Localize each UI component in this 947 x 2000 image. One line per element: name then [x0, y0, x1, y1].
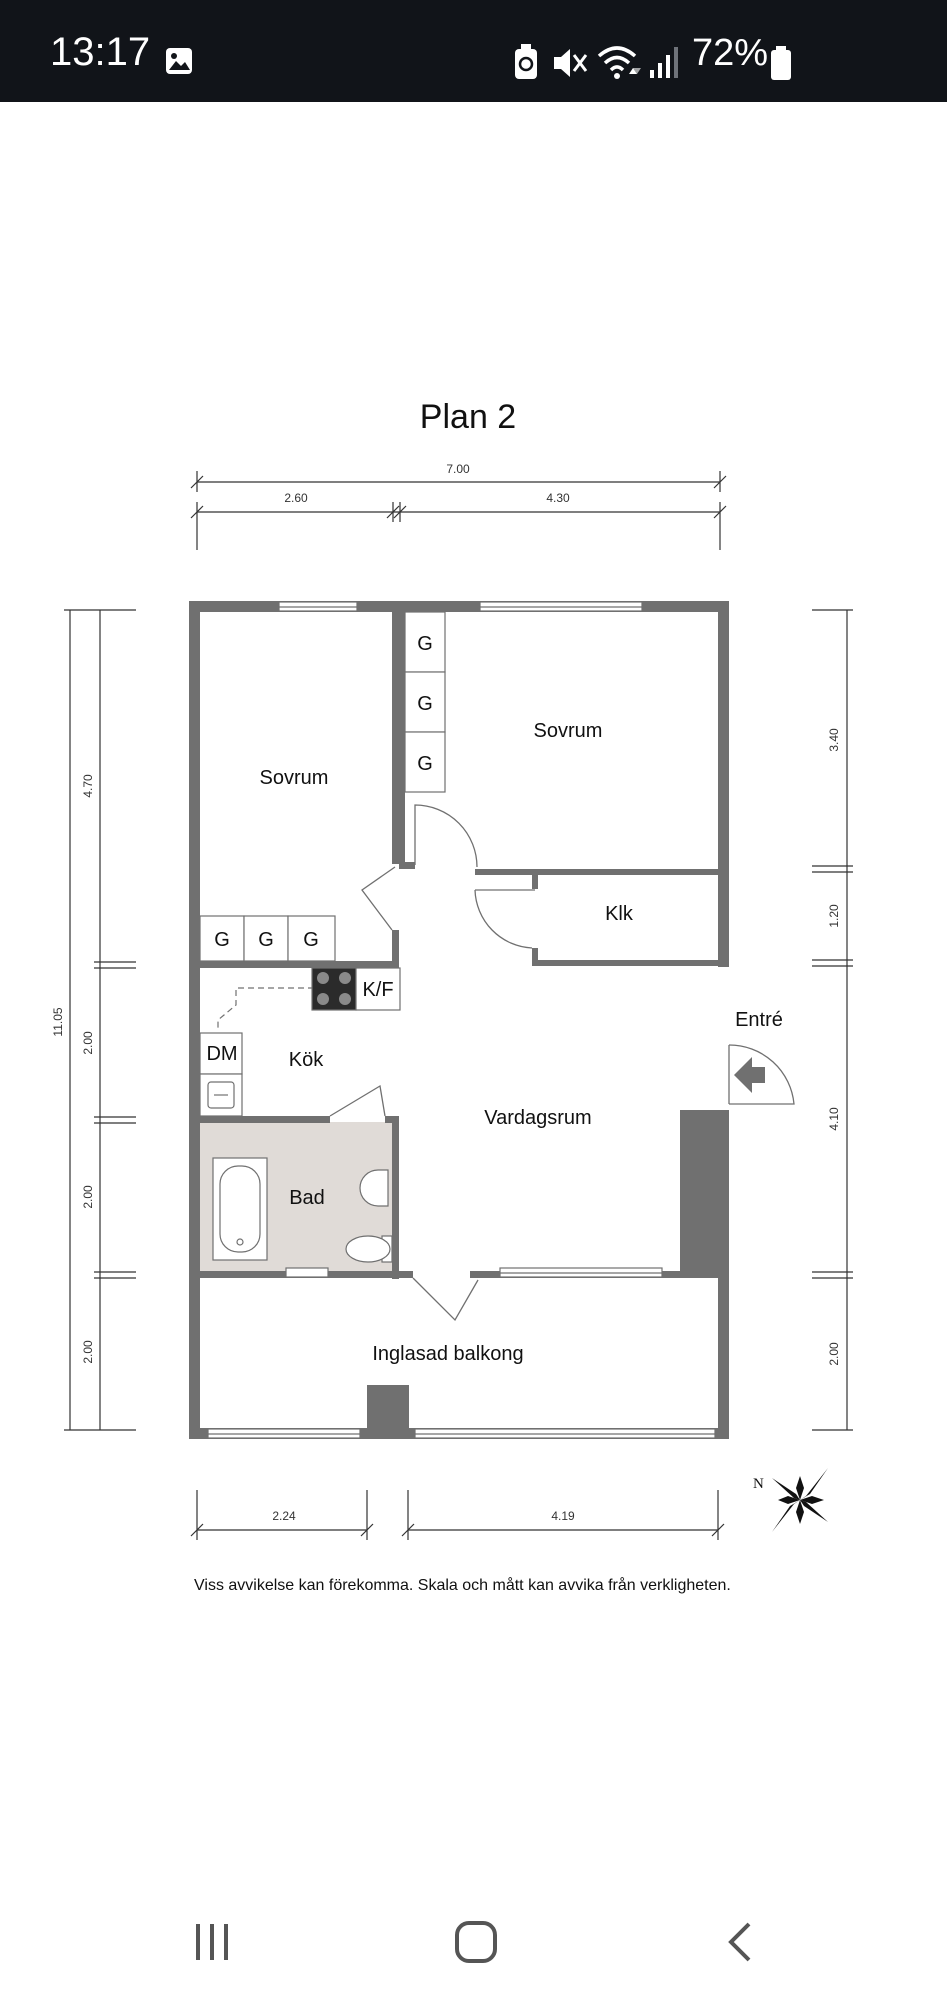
dim-bottom-right: 4.19: [551, 1509, 575, 1523]
dim-right-2: 1.20: [827, 904, 841, 928]
room-vardagsrum: Vardagsrum: [484, 1107, 591, 1129]
room-sovrum-left: Sovrum: [260, 767, 329, 789]
battery-saver-icon: [515, 44, 537, 79]
room-bad: Bad: [289, 1187, 325, 1209]
dim-right-3: 4.10: [827, 1107, 841, 1131]
room-balkong: Inglasad balkong: [372, 1343, 523, 1365]
room-dm: DM: [206, 1043, 237, 1065]
home-button[interactable]: [436, 1912, 516, 1972]
room-kf: K/F: [362, 979, 393, 1001]
windows: [207, 601, 716, 1439]
right-dimension-lines: [812, 609, 853, 1431]
kitchen-counter-line: [217, 987, 314, 1030]
room-entre: Entré: [735, 1009, 783, 1031]
back-icon: [728, 1922, 751, 1962]
room-klk: Klk: [605, 903, 634, 925]
recents-icon: [196, 1924, 228, 1960]
dim-left-2: 2.00: [81, 1031, 95, 1055]
mute-icon: [554, 49, 588, 77]
wardrobe-label: G: [214, 929, 230, 951]
wifi-icon: [597, 46, 641, 79]
left-dimension-lines: [64, 609, 136, 1431]
wardrobe-label: G: [417, 633, 433, 655]
doors: [329, 804, 795, 1322]
dim-top-right: 4.30: [546, 491, 570, 505]
recents-button[interactable]: [172, 1912, 252, 1972]
home-icon: [455, 1921, 497, 1963]
dim-right-1: 3.40: [827, 728, 841, 752]
status-time: 13:17: [50, 30, 151, 74]
dim-left-4: 2.00: [81, 1340, 95, 1364]
room-sovrum-right: Sovrum: [534, 720, 603, 742]
status-bar: 13:17 72%: [0, 0, 947, 102]
compass-north-label: N: [753, 1476, 764, 1492]
wardrobe-label: G: [417, 693, 433, 715]
dim-left-total: 11.05: [51, 1007, 65, 1036]
dim-left-1: 4.70: [81, 774, 95, 798]
room-kok: Kök: [289, 1049, 324, 1071]
dim-bottom-left: 2.24: [272, 1509, 296, 1523]
wardrobe-label: G: [417, 753, 433, 775]
plan-title: Plan 2: [420, 398, 516, 436]
stove-burners: [317, 972, 351, 1005]
bottom-dimension-lines: [190, 1490, 725, 1540]
dim-top-left: 2.60: [284, 491, 308, 505]
navigation-bar: [0, 1882, 947, 2000]
floor-plan: Plan 2 7.00 2.60 4.30: [51, 398, 853, 1594]
dim-top-total: 7.00: [446, 462, 470, 476]
gallery-icon: [166, 48, 192, 74]
wardrobe-label: G: [303, 929, 319, 951]
dim-right-4: 2.00: [827, 1342, 841, 1366]
signal-icon: [650, 47, 678, 78]
battery-icon: [771, 46, 791, 80]
floor-plan-viewer[interactable]: Plan 2 7.00 2.60 4.30: [0, 102, 947, 1882]
entrance-arrow-icon: [734, 1057, 765, 1093]
wardrobes: [199, 611, 446, 962]
disclaimer: Viss avvikelse kan förekomma. Skala och …: [194, 1576, 731, 1594]
back-button[interactable]: [700, 1912, 780, 1972]
wardrobe-label: G: [258, 929, 274, 951]
battery-percent: 72%: [692, 32, 769, 74]
top-dimension-lines: [190, 471, 727, 550]
bathroom-fixtures: [212, 1157, 393, 1263]
compass-icon: N: [753, 1468, 828, 1532]
dim-left-3: 2.00: [81, 1185, 95, 1209]
